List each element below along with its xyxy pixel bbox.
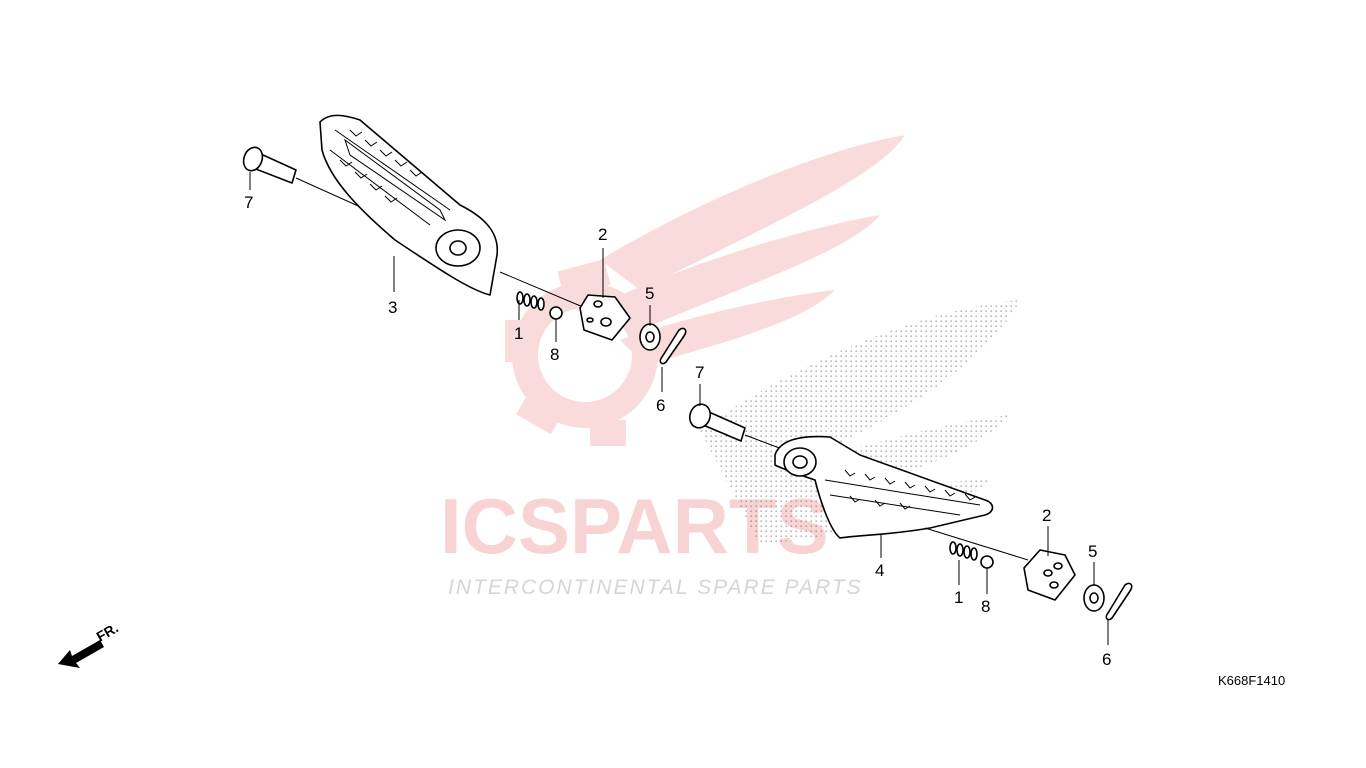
callout-left-6: 6 (656, 396, 665, 415)
watermark-tagline: INTERCONTINENTAL SPARE PARTS (448, 576, 863, 599)
diagram-code: K668F1410 (1218, 673, 1285, 688)
ball-right (980, 555, 994, 569)
plate-left (579, 294, 631, 341)
callout-left-5: 5 (645, 284, 654, 303)
callout-right-2: 2 (1042, 506, 1051, 525)
callout-left-8: 8 (550, 345, 559, 364)
pin-right (688, 403, 791, 453)
spring-left (516, 291, 545, 311)
callout-right-8: 8 (981, 597, 990, 616)
front-arrow-icon: FR. (58, 619, 121, 668)
cotter-pin-right (1105, 582, 1133, 621)
washer-right (1083, 584, 1105, 612)
watermark: ICSPARTS INTERCONTINENTAL SPARE PARTS (440, 135, 1020, 599)
callout-left-1: 1 (514, 324, 523, 343)
watermark-brand-text: ICSPARTS (440, 482, 829, 570)
callout-left-3: 3 (388, 298, 397, 317)
front-label: FR. (94, 619, 122, 644)
callout-right-1: 1 (954, 588, 963, 607)
callout-left-2: 2 (598, 225, 607, 244)
spring-right (949, 541, 978, 561)
wing-logo-icon (505, 135, 905, 446)
callout-right-6: 6 (1102, 650, 1111, 669)
callout-right-7: 7 (695, 363, 704, 382)
washer-left (639, 323, 661, 351)
cotter-pin-left (659, 327, 687, 365)
leader-lines (249, 172, 1109, 645)
callout-right-4: 4 (875, 561, 884, 580)
footrest-right (774, 435, 1029, 561)
callout-right-5: 5 (1088, 542, 1097, 561)
footrest-left (319, 114, 591, 311)
right-assembly (688, 403, 1133, 621)
watermark-brand: ICSPARTS (440, 482, 829, 570)
ball-left (549, 306, 563, 320)
callout-numbers: 7 3 1 8 2 5 6 7 4 1 8 2 5 6 (244, 193, 1111, 669)
plate-right (1023, 549, 1076, 601)
left-assembly (242, 114, 687, 365)
callout-left-7: 7 (244, 193, 253, 212)
